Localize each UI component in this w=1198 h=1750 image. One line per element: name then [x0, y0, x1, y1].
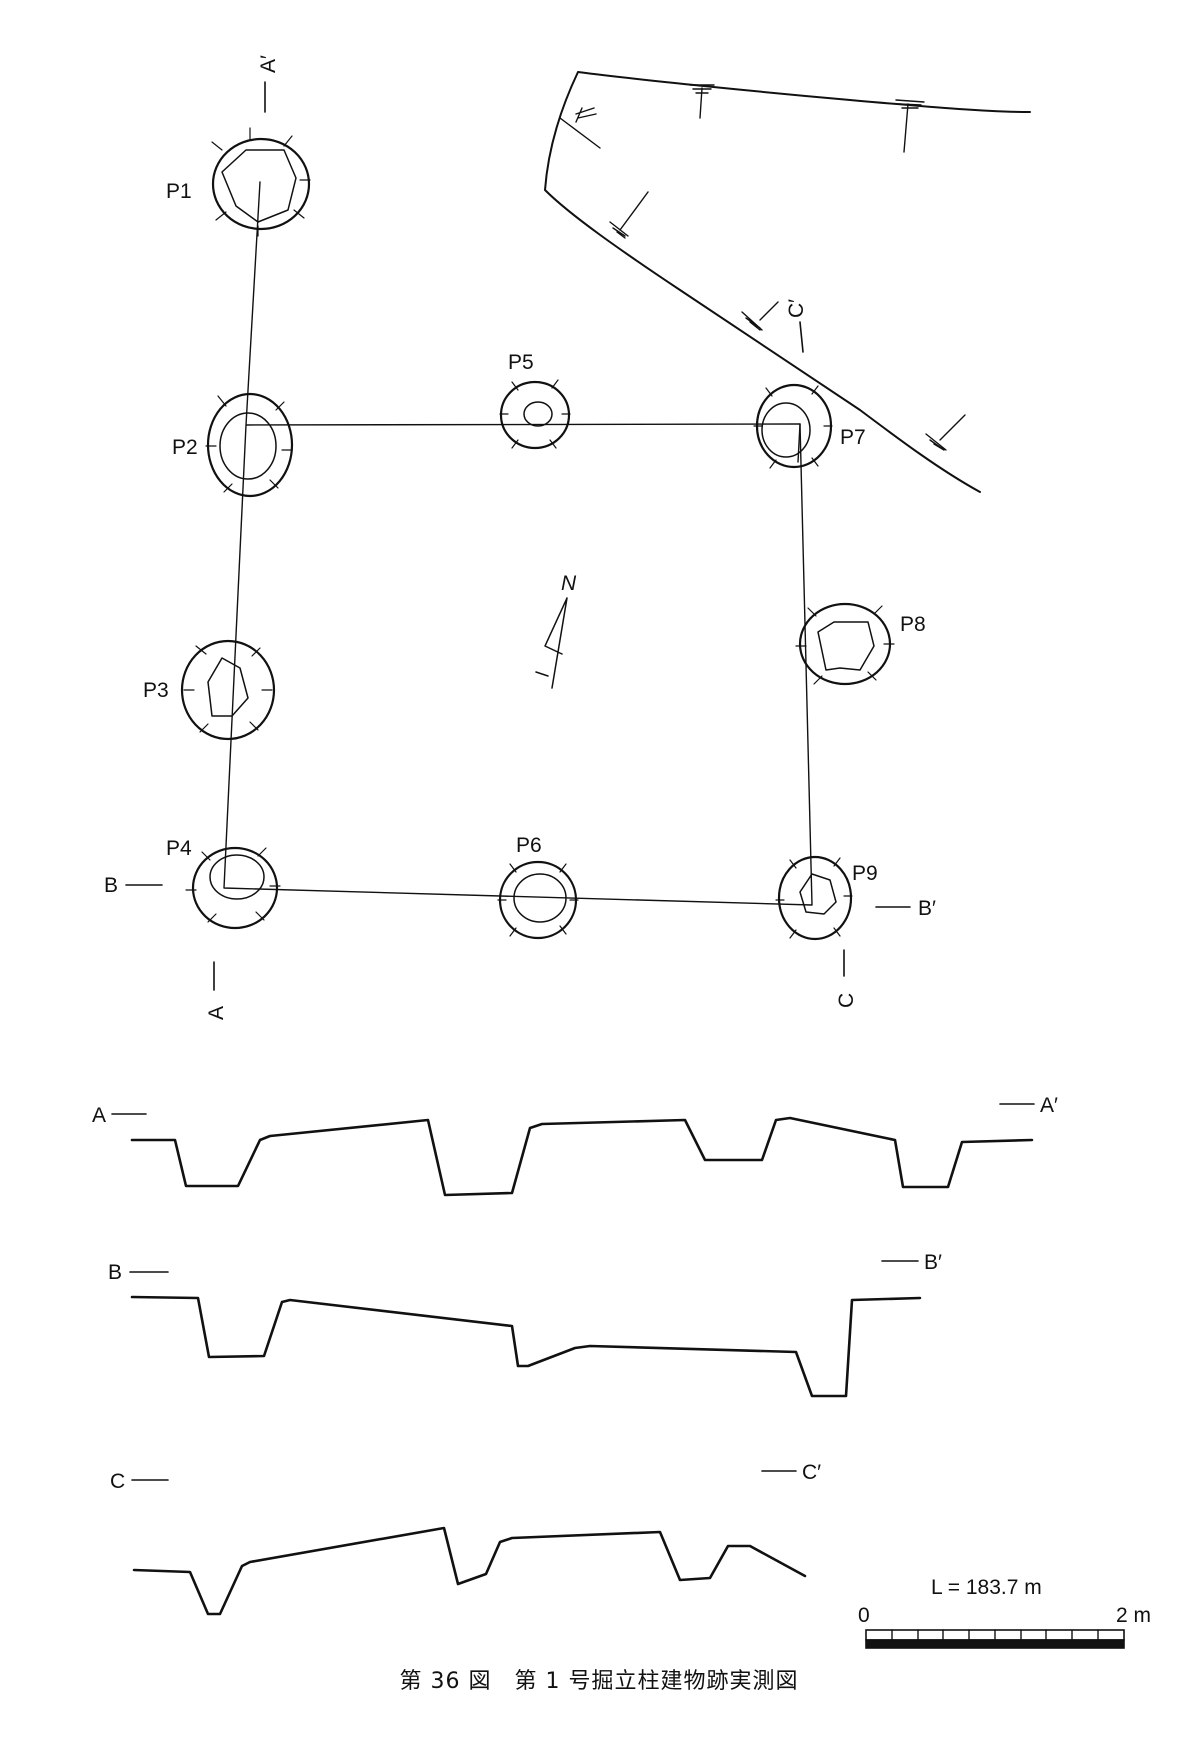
pit-P8: [795, 602, 895, 686]
section-label-C: C: [110, 1470, 125, 1493]
section-marker-B-prime: B′: [875, 897, 936, 920]
pit-P3: [180, 639, 276, 741]
section-label-A: A: [92, 1104, 106, 1127]
pit-P2: [205, 392, 294, 498]
scale-zero-label: 0: [858, 1604, 870, 1627]
section-label-B-prime: B′: [924, 1251, 942, 1274]
figure-caption: 第 36 図 第 1 号掘立柱建物跡実測図: [399, 1669, 799, 1694]
elevation-label: L = 183.7 m: [931, 1576, 1042, 1599]
pit-P4: [185, 846, 281, 930]
section-marker-A-prime: A′: [257, 55, 280, 113]
plan-label-A: A: [205, 1006, 228, 1020]
section-marker-C-prime: C′: [785, 299, 808, 353]
label-P5: P5: [508, 351, 534, 374]
label-P8: P8: [900, 613, 926, 636]
section-B: B B′: [108, 1251, 942, 1398]
plan-label-C-prime: C′: [785, 299, 808, 318]
plan-label-C: C: [835, 993, 858, 1008]
pit-P7: [753, 383, 833, 469]
building-outline: [223, 181, 813, 906]
scale-bar: L = 183.7 m 0 2 m: [858, 1576, 1151, 1649]
label-P9: P9: [852, 862, 878, 885]
label-P6: P6: [516, 834, 542, 857]
section-marker-C: C: [835, 949, 858, 1008]
pit-P5: [499, 379, 571, 450]
label-P2: P2: [172, 436, 198, 459]
pit-P9: [775, 855, 853, 941]
section-label-B: B: [108, 1261, 122, 1284]
section-A: A A′: [92, 1094, 1058, 1197]
north-label: N: [561, 572, 577, 595]
north-arrow-icon: N: [535, 572, 577, 689]
section-C: C C′: [110, 1461, 821, 1616]
section-marker-B: B: [104, 874, 163, 897]
section-label-A-prime: A′: [1040, 1094, 1058, 1117]
label-P4: P4: [166, 837, 192, 860]
terrain-edge: [544, 71, 1031, 493]
pit-P1: [211, 127, 311, 237]
section-marker-A: A: [205, 961, 228, 1020]
section-label-C-prime: C′: [802, 1461, 821, 1484]
label-P1: P1: [166, 180, 192, 203]
label-P3: P3: [143, 679, 169, 702]
plan-label-B: B: [104, 874, 118, 897]
plan-label-B-prime: B′: [918, 897, 936, 920]
label-P7: P7: [840, 426, 866, 449]
scale-end-label: 2 m: [1116, 1604, 1151, 1627]
pit-P6: [497, 860, 579, 940]
plan-label-A-prime: A′: [257, 55, 280, 73]
